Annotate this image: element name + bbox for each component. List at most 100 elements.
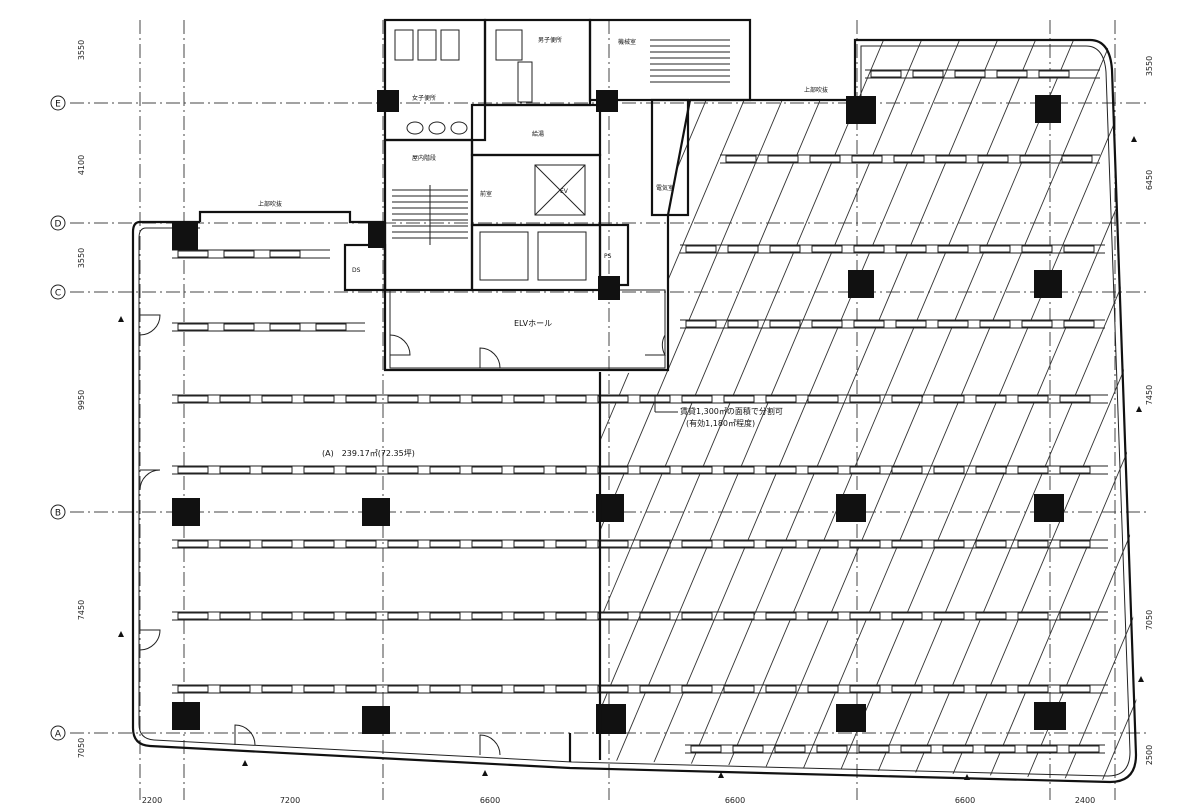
light-fixture — [723, 685, 755, 693]
light-fixture — [513, 395, 545, 403]
light-fixture — [765, 685, 797, 693]
light-fixture — [765, 612, 797, 620]
light-fixture — [177, 466, 209, 474]
room-label-stair: 屋内階段 — [412, 154, 436, 162]
bottom-dimension: 7200 — [280, 796, 300, 805]
light-fixture — [769, 245, 801, 253]
light-fixture — [681, 540, 713, 548]
grid-row-label: E — [55, 100, 61, 110]
light-fixture — [807, 395, 839, 403]
light-fixture — [269, 323, 301, 331]
light-fixture — [639, 466, 671, 474]
light-fixture — [513, 466, 545, 474]
light-fixture — [851, 155, 883, 163]
light-fixture — [954, 70, 986, 78]
room-label-ev: EV — [560, 188, 569, 195]
light-fixture — [429, 395, 461, 403]
light-fixture — [853, 245, 885, 253]
light-fixture — [261, 612, 293, 620]
hatch-line — [903, 40, 1138, 780]
light-fixture — [811, 245, 843, 253]
light-fixture — [723, 540, 755, 548]
light-fixture — [429, 685, 461, 693]
hatch-line — [600, 40, 779, 780]
light-fixture — [765, 395, 797, 403]
exterior-wall — [131, 38, 1138, 784]
light-fixture — [219, 466, 251, 474]
hatch-line — [600, 40, 741, 780]
light-fixture — [933, 466, 965, 474]
light-fixture — [471, 612, 503, 620]
light-fixture — [597, 395, 629, 403]
light-fixture — [1063, 245, 1095, 253]
light-fixture — [895, 320, 927, 328]
room-label-elec: 電気室 — [656, 184, 674, 192]
light-fixture — [685, 245, 717, 253]
right-dimension: 3550 — [1145, 56, 1154, 76]
light-fixture — [811, 320, 843, 328]
hatch-line — [600, 40, 931, 780]
light-fixture — [429, 612, 461, 620]
light-fixture — [765, 466, 797, 474]
light-fixture — [555, 685, 587, 693]
light-fixture — [261, 395, 293, 403]
light-fixture — [1026, 745, 1058, 753]
light-fixture — [513, 540, 545, 548]
room-label-hall: 前室 — [480, 190, 492, 198]
light-fixture — [345, 685, 377, 693]
hatch-line — [600, 40, 817, 780]
light-fixture — [177, 540, 209, 548]
light-fixture — [429, 540, 461, 548]
light-fixture — [937, 320, 969, 328]
light-fixture — [979, 245, 1011, 253]
bottom-dimension: 6600 — [480, 796, 500, 805]
light-fixture — [853, 320, 885, 328]
grid-row-label: B — [55, 509, 61, 519]
left-dimension: 3550 — [77, 40, 86, 60]
room-label-pantry: 給湯 — [532, 130, 544, 138]
light-fixture — [975, 395, 1007, 403]
room-label-psp: PS — [604, 253, 612, 260]
hatch-line — [1055, 40, 1138, 780]
core-block — [343, 18, 752, 372]
light-fixture — [809, 155, 841, 163]
light-fixture — [937, 245, 969, 253]
light-fixture — [597, 685, 629, 693]
light-fixture — [223, 323, 255, 331]
light-fixture — [849, 395, 881, 403]
hatch-line — [1017, 40, 1138, 780]
light-fixture — [315, 323, 347, 331]
hatch-line — [600, 40, 627, 780]
room-label-mech: 機械室 — [618, 38, 636, 46]
grid-row-label: C — [55, 289, 61, 299]
light-fixture — [984, 745, 1016, 753]
light-fixture — [1059, 540, 1091, 548]
bottom-dimension: 6600 — [725, 796, 745, 805]
light-fixture — [849, 685, 881, 693]
light-fixture — [765, 540, 797, 548]
hatch-line — [789, 40, 1121, 780]
hatched-lease-area — [600, 40, 1138, 780]
light-fixture — [219, 540, 251, 548]
light-fixture — [681, 612, 713, 620]
light-fixture — [345, 612, 377, 620]
grid-bubble — [50, 284, 66, 300]
light-fixture — [849, 612, 881, 620]
left-dimension: 9950 — [77, 390, 86, 410]
light-fixture — [681, 395, 713, 403]
light-fixture — [387, 540, 419, 548]
light-fixture — [849, 540, 881, 548]
light-fixture — [725, 155, 757, 163]
light-fixture — [816, 745, 848, 753]
light-fixture — [975, 540, 1007, 548]
hatch-line — [865, 40, 1138, 780]
light-fixture — [774, 745, 806, 753]
light-fixture — [681, 685, 713, 693]
light-fixture — [1019, 155, 1051, 163]
left-dimension: 7450 — [77, 600, 86, 620]
light-fixture — [219, 685, 251, 693]
light-fixture — [977, 155, 1009, 163]
light-fixture — [933, 685, 965, 693]
